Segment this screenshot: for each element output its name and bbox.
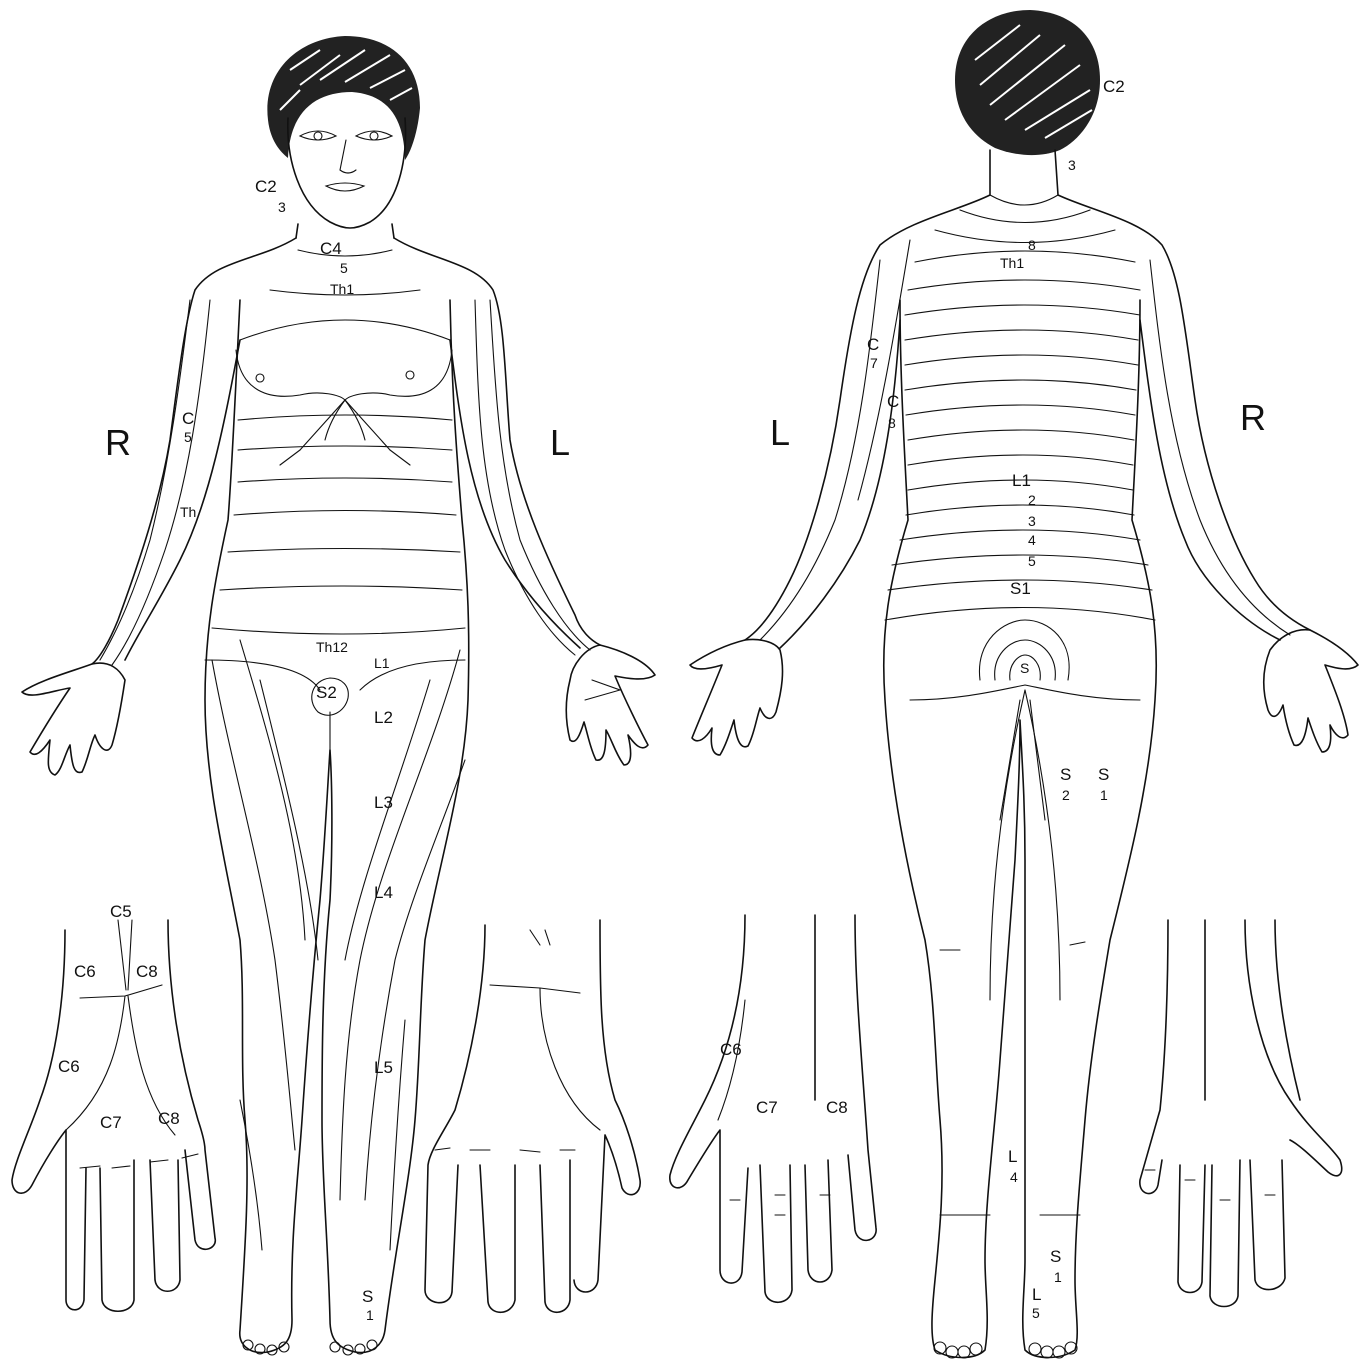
hand-palm-back-detail <box>1140 920 1342 1307</box>
front-label-l1: L1 <box>374 655 390 671</box>
front-label-s-foot-1: 1 <box>366 1307 374 1323</box>
back-label-s2-2: 2 <box>1062 787 1070 803</box>
front-label-c4: C4 <box>320 239 342 258</box>
front-label-l5: L5 <box>374 1058 393 1077</box>
front-arm-inner <box>125 340 580 660</box>
front-label-arm-th: Th <box>180 504 196 520</box>
front-hair <box>267 36 420 160</box>
front-label-arm-5: 5 <box>184 429 192 445</box>
front-leg-bands <box>212 640 465 1250</box>
front-breasts <box>256 371 414 382</box>
back-label-c7-c: C <box>867 335 879 354</box>
back-label-s2-s: S <box>1060 765 1071 784</box>
palm-label-c8: C8 <box>158 1109 180 1128</box>
back-label-c8-8: 8 <box>888 415 896 431</box>
dorsum-back-label-c6: C6 <box>720 1040 742 1059</box>
back-label-foot-1: 1 <box>1054 1269 1062 1285</box>
palm-label-c8-top: C8 <box>136 962 158 981</box>
dorsum-front-outline <box>425 920 640 1312</box>
front-label-c2: C2 <box>255 177 277 196</box>
front-figure: R L C2 3 C4 5 Th1 C 5 Th Th12 S2 L1 L2 L… <box>22 36 655 1355</box>
palm-back-outline <box>1140 920 1342 1307</box>
front-label-c3: 3 <box>278 199 286 215</box>
back-right-hand <box>1264 630 1358 752</box>
dorsum-front-lines <box>435 930 600 1152</box>
front-label-s2: S2 <box>316 683 337 702</box>
back-label-R: R <box>1240 397 1266 438</box>
back-label-4: 4 <box>1028 532 1036 548</box>
front-label-th1: Th1 <box>330 281 354 297</box>
front-left-hand-line <box>585 680 620 700</box>
back-label-foot-5: 5 <box>1032 1305 1040 1321</box>
front-label-l2: L2 <box>374 708 393 727</box>
palm-label-c7: C7 <box>100 1113 122 1132</box>
back-label-l1: L1 <box>1012 471 1031 490</box>
back-label-c7-7: 7 <box>870 355 878 371</box>
front-body-outline <box>92 238 600 1353</box>
front-label-s-foot: S <box>362 1287 373 1306</box>
back-label-s1: S1 <box>1010 579 1031 598</box>
front-face-features <box>300 131 392 191</box>
front-torso-bands <box>205 250 465 690</box>
palm-back-lines <box>1145 1170 1275 1200</box>
back-label-3: 3 <box>1028 513 1036 529</box>
front-arm-dermatome <box>100 300 590 665</box>
back-label-2: 2 <box>1028 492 1036 508</box>
palm-label-c6-top: C6 <box>74 962 96 981</box>
back-feet <box>934 1215 1080 1358</box>
front-neck <box>296 224 394 238</box>
back-label-s1-s: S <box>1098 765 1109 784</box>
back-label-l4-l: L <box>1008 1147 1017 1166</box>
palm-label-c6: C6 <box>58 1057 80 1076</box>
back-figure: L R C2 3 8 Th1 C 7 C 8 L1 2 3 4 5 S1 S S… <box>690 10 1358 1358</box>
back-label-5: 5 <box>1028 553 1036 569</box>
back-label-s1-1: 1 <box>1100 787 1108 803</box>
back-label-c8-c: C <box>887 392 899 411</box>
front-label-th12: Th12 <box>316 639 348 655</box>
front-right-hand <box>22 663 125 775</box>
hand-palm-detail: C5 C6 C8 C6 C7 C8 <box>12 902 215 1311</box>
back-hair <box>955 10 1100 155</box>
front-label-c5-neck: 5 <box>340 260 348 276</box>
back-label-foot-s: S <box>1050 1247 1061 1266</box>
dorsum-back-label-c8: C8 <box>826 1098 848 1117</box>
front-label-L: L <box>550 422 570 463</box>
palm-lines <box>66 920 198 1168</box>
back-label-foot-l: L <box>1032 1285 1041 1304</box>
front-toes <box>243 1340 377 1355</box>
back-label-l4-4: 4 <box>1010 1169 1018 1185</box>
back-label-c2: C2 <box>1103 77 1125 96</box>
front-label-R: R <box>105 422 131 463</box>
dorsum-back-label-c7: C7 <box>756 1098 778 1117</box>
front-left-hand <box>566 645 655 765</box>
back-label-th1: Th1 <box>1000 255 1024 271</box>
front-label-arm-c: C <box>182 409 194 428</box>
back-label-s-center: S <box>1020 660 1029 676</box>
hand-dorsum-front-detail <box>425 920 640 1312</box>
back-label-c3: 3 <box>1068 157 1076 173</box>
back-body-outline <box>745 150 1310 1358</box>
hand-dorsum-back-detail: C6 C7 C8 <box>670 915 876 1302</box>
back-label-L: L <box>770 412 790 453</box>
back-label-c8-neck: 8 <box>1028 237 1036 253</box>
front-label-l4: L4 <box>374 883 393 902</box>
front-label-l3: L3 <box>374 793 393 812</box>
back-left-hand <box>690 639 783 755</box>
palm-label-c5: C5 <box>110 902 132 921</box>
